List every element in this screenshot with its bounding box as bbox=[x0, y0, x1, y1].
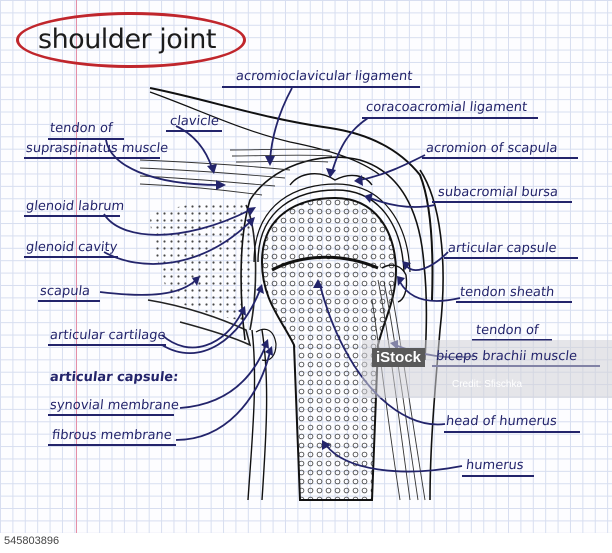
label-head-of-humerus: head of humerus bbox=[445, 414, 558, 429]
epiphyseal-line bbox=[271, 255, 379, 272]
label-synovial-membrane: synovial membrane bbox=[49, 398, 180, 413]
watermark-credit: Credit: Sfischka bbox=[452, 379, 523, 390]
label-fibrous-membrane: fibrous membrane bbox=[51, 428, 173, 443]
label-supraspinatus-muscle: supraspinatus muscle bbox=[25, 141, 169, 156]
label-biceps-brachii-muscle: biceps brachii muscle bbox=[435, 349, 578, 364]
label-articular-capsule-right: articular capsule bbox=[447, 241, 558, 256]
label-articular-cartilage: articular cartilage bbox=[49, 328, 167, 343]
capsule-outline bbox=[240, 156, 428, 361]
label-articular-capsule-heading: articular capsule: bbox=[49, 370, 180, 385]
label-acromion-of-scapula: acromion of scapula bbox=[425, 141, 559, 156]
label-tendon-sheath: tendon sheath bbox=[459, 285, 556, 300]
deltoid-outline bbox=[419, 169, 444, 501]
title-oval bbox=[16, 12, 246, 68]
shaft-left-lines bbox=[247, 329, 268, 501]
tendon-sheath-shape bbox=[381, 264, 408, 303]
acromion-knob bbox=[289, 173, 373, 186]
humerus-shape bbox=[260, 196, 398, 501]
watermark-logo: iStock bbox=[372, 348, 426, 367]
label-tendon-of-biceps: tendon of bbox=[475, 323, 540, 338]
label-tendon-of-supraspinatus: tendon of bbox=[49, 121, 114, 136]
label-subacromial-bursa: subacromial bursa bbox=[437, 185, 559, 200]
footer-strip bbox=[0, 533, 612, 553]
clavicle-shape bbox=[149, 87, 434, 301]
ligament-fibers bbox=[229, 148, 333, 163]
label-humerus: humerus bbox=[465, 458, 525, 473]
scapula-outline bbox=[147, 299, 252, 347]
leader-lines bbox=[99, 87, 476, 473]
stock-id: 545803896 bbox=[4, 535, 60, 547]
label-scapula: scapula bbox=[39, 284, 91, 299]
notebook-margin-line bbox=[76, 0, 77, 553]
label-glenoid-cavity: glenoid cavity bbox=[25, 240, 119, 255]
articular-cartilage-shape bbox=[257, 189, 405, 273]
label-glenoid-labrum: glenoid labrum bbox=[25, 199, 125, 214]
page-title: shoulder joint bbox=[38, 24, 216, 55]
label-coracoacromial-ligament: coracoacromial ligament bbox=[365, 100, 528, 115]
label-clavicle: clavicle bbox=[169, 114, 220, 129]
label-acromioclavicular-ligament: acromioclavicular ligament bbox=[235, 69, 414, 84]
